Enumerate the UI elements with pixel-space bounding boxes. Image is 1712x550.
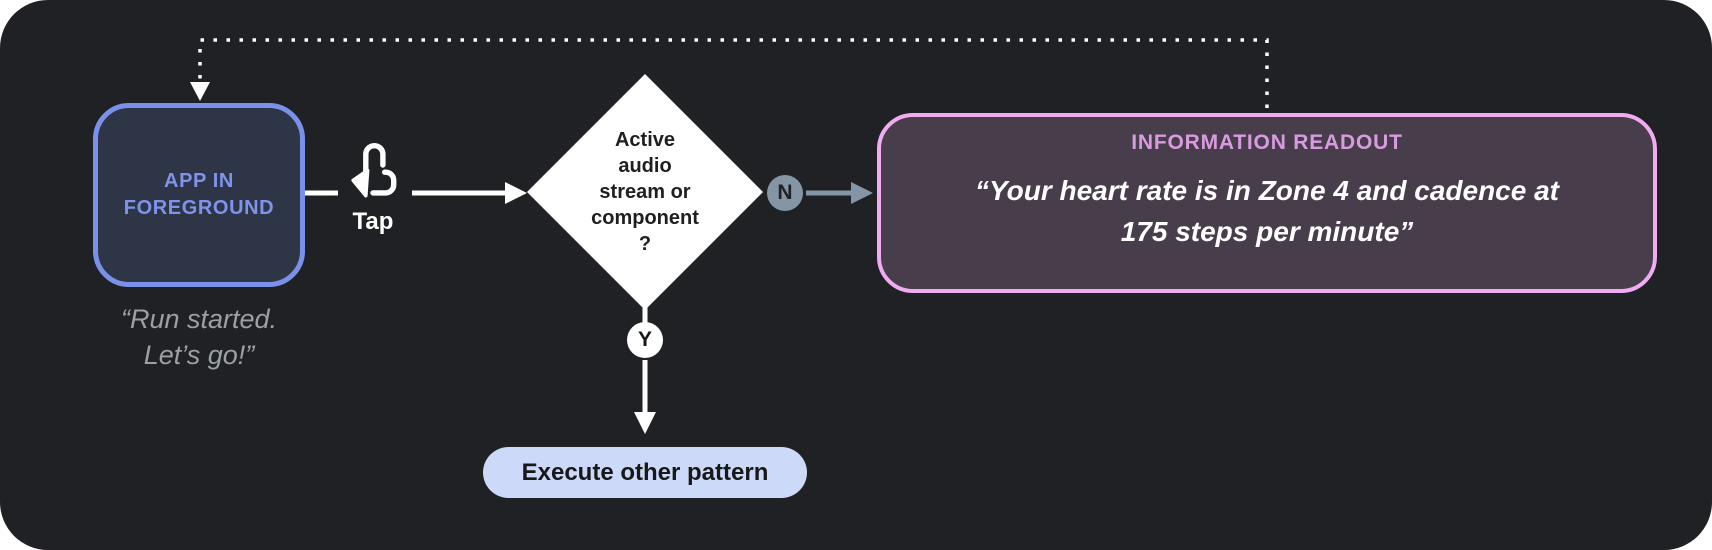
feedback-arrowhead [190,82,210,101]
tap-to-decision-arrowhead [505,182,527,204]
information-readout-quote: “Your heart rate is in Zone 4 and cadenc… [974,175,1560,247]
no-branch-badge: N [767,175,803,211]
execute-other-pattern-label: Execute other pattern [521,458,769,486]
no-branch-arrowhead [851,182,873,204]
run-started-voice-line: “Run started. Let’s go!” [120,304,278,371]
decision-diamond: Active audio stream or component ? [527,74,763,310]
yes-branch-arrowhead [634,412,656,434]
execute-other-pattern-node: Execute other pattern [483,447,807,498]
feedback-dotted-line [198,38,1269,108]
yes-branch-badge: Y [627,322,663,358]
information-readout-title: INFORMATION READOUT [1131,131,1403,154]
app-in-foreground-node: APP IN FOREGROUND [93,103,305,287]
tap-label: Tap [352,208,394,235]
information-readout-node: INFORMATION READOUT “Your heart rate is … [877,113,1657,293]
decision-label: Active audio stream or component ? [591,129,699,255]
tap-gesture-icon [351,142,397,198]
app-in-foreground-label: APP IN FOREGROUND [123,170,275,219]
